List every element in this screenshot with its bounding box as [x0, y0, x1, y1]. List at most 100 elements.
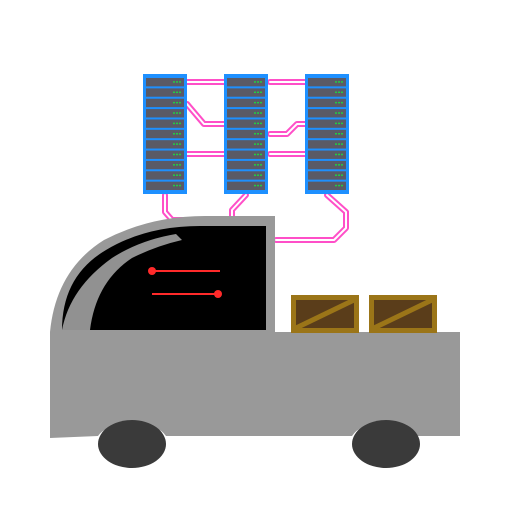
server-led: [335, 164, 337, 166]
server-led: [338, 153, 340, 156]
server-led: [335, 112, 337, 114]
server-led: [173, 153, 175, 156]
server-led: [335, 184, 337, 187]
server-slot: [308, 129, 346, 139]
server-led: [338, 164, 340, 166]
server-led: [260, 91, 262, 94]
server-led: [176, 184, 178, 187]
server-led: [341, 184, 343, 187]
server-led: [335, 143, 337, 145]
server-led: [179, 101, 181, 104]
server-slot: [146, 140, 184, 149]
server-led: [176, 112, 178, 114]
server-led: [257, 184, 259, 187]
server-led: [338, 101, 340, 104]
server-led: [260, 81, 262, 83]
server-slot: [146, 109, 184, 118]
server-led: [257, 122, 259, 125]
server-slot: [146, 119, 184, 128]
server-slot: [227, 78, 265, 87]
server-led: [257, 101, 259, 104]
server-led: [338, 122, 340, 125]
server-led: [179, 122, 181, 125]
pickup-truck-icon: [50, 216, 460, 438]
server-led: [254, 184, 256, 187]
server-led: [257, 174, 259, 176]
server-led: [179, 153, 181, 156]
server-led: [341, 174, 343, 176]
server-led: [260, 174, 262, 176]
server-led: [176, 133, 178, 135]
server-slot: [227, 171, 265, 180]
server-led: [341, 143, 343, 145]
server-slot: [308, 140, 346, 149]
server-led: [335, 91, 337, 94]
server-led: [179, 112, 181, 114]
server-led: [179, 91, 181, 94]
server-led: [176, 164, 178, 166]
server-led: [341, 91, 343, 94]
server-led: [176, 153, 178, 156]
dashboard-lines: [148, 267, 222, 298]
server-led: [341, 133, 343, 135]
wheels: [98, 420, 420, 468]
server-led: [257, 112, 259, 114]
server-led: [254, 101, 256, 104]
server-led: [257, 153, 259, 156]
server-slot: [227, 129, 265, 139]
crate-brace: [372, 297, 434, 331]
server-led: [341, 81, 343, 83]
server-led: [173, 174, 175, 176]
server-slot: [227, 160, 265, 170]
server-led: [338, 91, 340, 94]
cargo-crate-icon: [369, 295, 437, 333]
cab-window-frame: [62, 234, 182, 330]
crate-brace: [294, 297, 356, 331]
server-led: [254, 81, 256, 83]
server-led: [179, 174, 181, 176]
server-led: [179, 184, 181, 187]
server-led: [260, 112, 262, 114]
server-led: [173, 101, 175, 104]
server-led: [335, 101, 337, 104]
server-led: [335, 133, 337, 135]
server-led: [173, 91, 175, 94]
server-slot: [146, 78, 184, 87]
server-led: [254, 143, 256, 145]
server-led: [335, 81, 337, 83]
server-led: [260, 143, 262, 145]
server-rack-icon: [305, 74, 349, 194]
server-led: [260, 101, 262, 104]
server-led: [260, 164, 262, 166]
server-led: [173, 143, 175, 145]
server-slot: [227, 109, 265, 118]
server-led: [338, 143, 340, 145]
server-led: [173, 133, 175, 135]
server-led: [338, 81, 340, 83]
server-slot: [308, 119, 346, 128]
cab-window: [62, 226, 266, 330]
server-led: [176, 81, 178, 83]
server-led: [254, 91, 256, 94]
server-slot: [308, 150, 346, 159]
wheel-icon: [98, 420, 166, 468]
server-slot: [227, 181, 265, 190]
server-led: [173, 81, 175, 83]
server-led: [335, 153, 337, 156]
server-led: [254, 122, 256, 125]
server-led: [341, 164, 343, 166]
server-led: [260, 133, 262, 135]
server-led: [176, 101, 178, 104]
server-led: [176, 174, 178, 176]
server-led: [176, 143, 178, 145]
server-led: [338, 112, 340, 114]
server-led: [341, 153, 343, 156]
server-led: [260, 153, 262, 156]
server-slot: [146, 150, 184, 159]
server-led: [335, 122, 337, 125]
server-led: [257, 143, 259, 145]
server-slot: [146, 171, 184, 180]
server-led: [254, 153, 256, 156]
server-slot: [308, 181, 346, 190]
